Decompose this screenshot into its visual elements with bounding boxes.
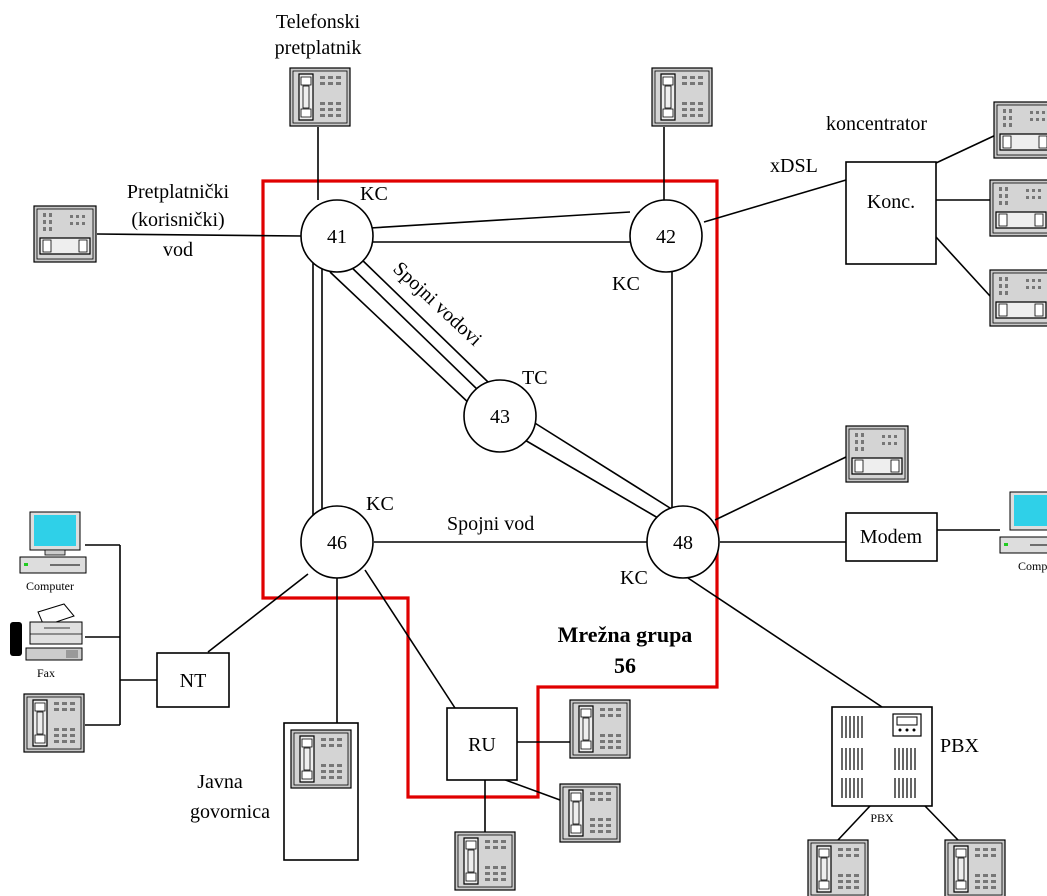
pbx-caption: PBX bbox=[870, 811, 894, 825]
computer-left-caption: Computer bbox=[26, 579, 74, 593]
label-javna-2: govornica bbox=[190, 801, 270, 823]
phone-icon-pbx-1 bbox=[808, 840, 868, 896]
label-pretplatnicki-2: (korisnički) bbox=[131, 209, 224, 231]
nt-box: NT bbox=[157, 653, 229, 707]
label-mrezna-grupa: Mrežna grupa bbox=[558, 622, 693, 647]
label-telefonski-1: Telefonski bbox=[276, 11, 361, 33]
node-42: 42 bbox=[630, 200, 702, 272]
ru-box: RU bbox=[447, 708, 517, 780]
computer-icon-right: Computer bbox=[1000, 492, 1047, 573]
phone-icon-left bbox=[34, 206, 96, 262]
ru-label: RU bbox=[468, 734, 496, 756]
phone-icon-ru-1 bbox=[570, 700, 630, 758]
phone-icon-top-right bbox=[652, 68, 712, 126]
phone-icon-conc-2 bbox=[990, 180, 1047, 236]
label-pretplatnicki-3: vod bbox=[163, 239, 193, 261]
node-46-label: 46 bbox=[327, 532, 347, 554]
node-43-label: 43 bbox=[490, 406, 510, 428]
label-xdsl: xDSL bbox=[770, 155, 818, 177]
label-mrezna-grupa-number: 56 bbox=[614, 653, 636, 678]
fax-caption: Fax bbox=[37, 666, 55, 680]
public-payphone bbox=[284, 723, 358, 860]
label-pretplatnicki-1: Pretplatnički bbox=[127, 181, 230, 203]
fax-icon: Fax bbox=[10, 604, 82, 680]
nt-label: NT bbox=[180, 670, 207, 692]
node-41-label: 41 bbox=[327, 226, 347, 248]
phone-icon-conc-1 bbox=[994, 102, 1047, 158]
label-pbx: PBX bbox=[940, 735, 979, 757]
concentrator-box: Konc. bbox=[846, 162, 936, 264]
node-41: 41 bbox=[301, 200, 373, 272]
modem-box: Modem bbox=[846, 513, 937, 561]
phone-icon-conc-3 bbox=[990, 270, 1047, 326]
phone-icon-ru-3 bbox=[455, 832, 515, 890]
node-43: 43 bbox=[464, 380, 536, 452]
computer-icon-left: Computer bbox=[20, 512, 86, 593]
label-telefonski-2: pretplatnik bbox=[275, 37, 362, 59]
node-48: 48 bbox=[647, 506, 719, 578]
label-kc-48: KC bbox=[620, 567, 648, 589]
label-spojni-vod: Spojni vod bbox=[447, 513, 534, 535]
node-42-label: 42 bbox=[656, 226, 676, 248]
computer-right-caption: Computer bbox=[1018, 559, 1047, 573]
phone-icon-nt bbox=[24, 694, 84, 752]
label-spojni-vodovi: Spojni vodovi bbox=[389, 258, 487, 351]
concentrator-label: Konc. bbox=[867, 191, 915, 213]
label-tc-43: TC bbox=[522, 367, 548, 389]
label-kc-46: KC bbox=[366, 493, 394, 515]
label-koncentrator: koncentrator bbox=[826, 113, 927, 135]
node-46: 46 bbox=[301, 506, 373, 578]
modem-label: Modem bbox=[860, 526, 923, 548]
phone-icon-node48 bbox=[846, 426, 908, 482]
pbx-unit: PBX bbox=[832, 707, 932, 825]
label-javna-1: Javna bbox=[197, 771, 243, 793]
phone-icon-pbx-2 bbox=[945, 840, 1005, 896]
label-kc-42: KC bbox=[612, 273, 640, 295]
phone-icon-ru-2 bbox=[560, 784, 620, 842]
phone-icon-top-left bbox=[290, 68, 350, 126]
label-kc-41: KC bbox=[360, 183, 388, 205]
node-48-label: 48 bbox=[673, 532, 693, 554]
